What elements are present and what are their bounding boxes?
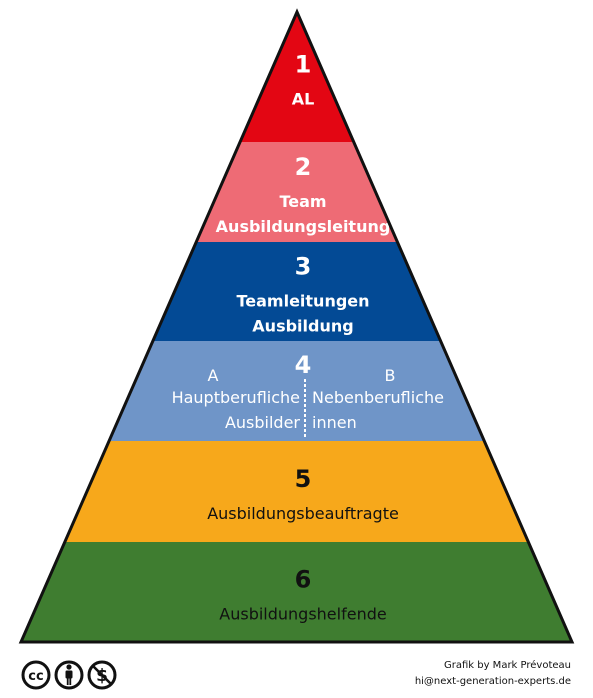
level-4-right-line2: innen bbox=[312, 413, 357, 432]
level-1-label-line-1: AL bbox=[292, 90, 315, 109]
pyramid-level-4 bbox=[109, 341, 485, 441]
level-5-label-line-1: Ausbildungsbeauftragte bbox=[207, 504, 399, 523]
by-icon bbox=[54, 660, 84, 690]
pyramid-outline bbox=[18, 8, 575, 644]
level-2-label-line-2: Ausbildungsleitung bbox=[216, 217, 391, 236]
level-6-label-line-1: Ausbildungshelfende bbox=[219, 605, 386, 624]
level-5-number: 5 bbox=[295, 465, 312, 493]
level-6-number: 6 bbox=[295, 566, 312, 594]
level-3-label-line-2: Ausbildung bbox=[252, 317, 353, 336]
level-4-right-letter: B bbox=[385, 366, 396, 385]
level-4-right-line1: Nebenberufliche bbox=[312, 388, 444, 407]
level-4-left-line1: Hauptberufliche bbox=[172, 388, 300, 407]
level-4-left-line2: Ausbilder bbox=[225, 413, 300, 432]
license-icons: cc $ bbox=[21, 660, 117, 690]
cc-icon-text: cc bbox=[28, 669, 43, 684]
pyramid-level-6 bbox=[21, 542, 572, 642]
level-2-number: 2 bbox=[295, 153, 312, 181]
pyramid-levels bbox=[21, 12, 572, 642]
level-3-label-line-1: Teamleitungen bbox=[236, 292, 369, 311]
pyramid-level-3 bbox=[152, 242, 441, 341]
level-1-number: 1 bbox=[295, 51, 312, 79]
nc-icon: $ bbox=[87, 660, 117, 690]
pyramid-level-2 bbox=[196, 142, 398, 242]
cc-icon: cc bbox=[21, 660, 51, 690]
pyramid-level-5 bbox=[64, 441, 529, 542]
level-4-left-letter: A bbox=[208, 366, 219, 385]
level-2-label-line-1: Team bbox=[279, 192, 326, 211]
pyramid-level-1 bbox=[240, 12, 354, 142]
footer-credit: Grafik by Mark Prévoteau bbox=[443, 660, 571, 671]
level-4-number: 4 bbox=[295, 351, 312, 379]
footer-email: hi@next-generation-experts.de bbox=[414, 676, 571, 687]
level-3-number: 3 bbox=[295, 253, 312, 281]
